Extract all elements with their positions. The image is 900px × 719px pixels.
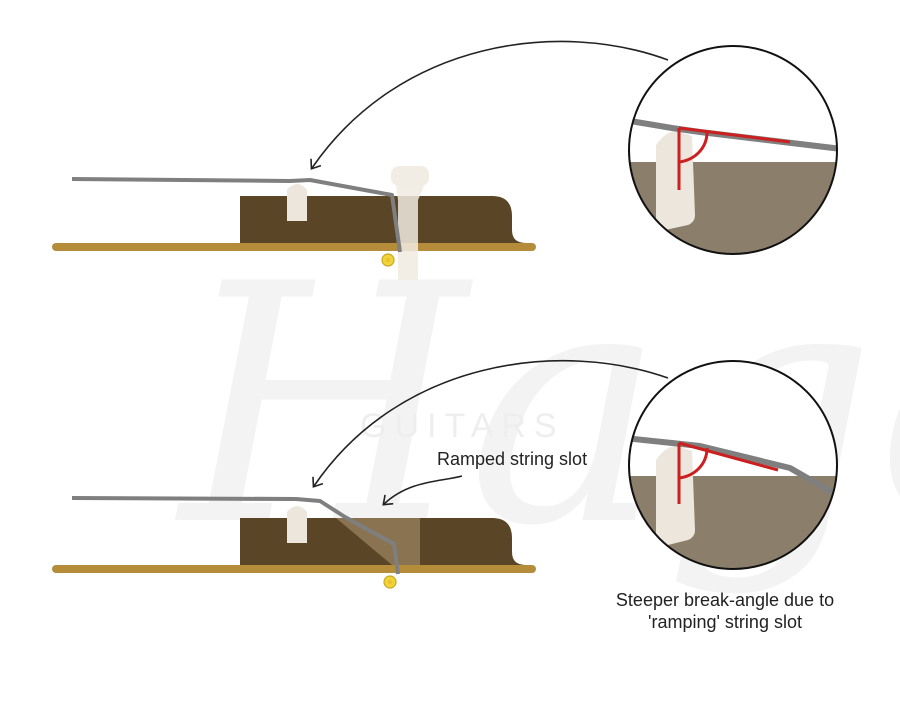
steeper-caption-line-2: 'ramping' string slot — [648, 612, 802, 632]
ramped-slot-label: Ramped string slot — [437, 449, 588, 469]
bottom-string — [71, 496, 400, 575]
bottom-break-angle-marker — [677, 441, 779, 504]
top-magnifier-circle — [628, 45, 838, 255]
watermark-subtitle: GUITARS — [360, 407, 565, 445]
top-tuner-post — [391, 166, 429, 280]
steeper-angle-caption: Steeper break-angle due to 'ramping' str… — [590, 589, 860, 633]
top-fretboard — [52, 243, 536, 251]
top-headstock-diagram — [52, 166, 536, 280]
top-callout-arrow — [310, 40, 669, 170]
ramp-label-arrow — [382, 475, 463, 506]
top-nut — [287, 184, 307, 221]
bottom-headstock-diagram — [52, 496, 536, 589]
top-string — [71, 177, 402, 253]
ramped-slot-area — [336, 518, 420, 565]
bottom-callout-arrow — [312, 359, 669, 488]
bottom-fretboard — [52, 565, 536, 573]
top-headstock — [240, 196, 526, 243]
steeper-caption-line-1: Steeper break-angle due to — [615, 590, 835, 610]
top-break-angle-marker — [677, 126, 791, 190]
bottom-nut — [287, 506, 307, 543]
